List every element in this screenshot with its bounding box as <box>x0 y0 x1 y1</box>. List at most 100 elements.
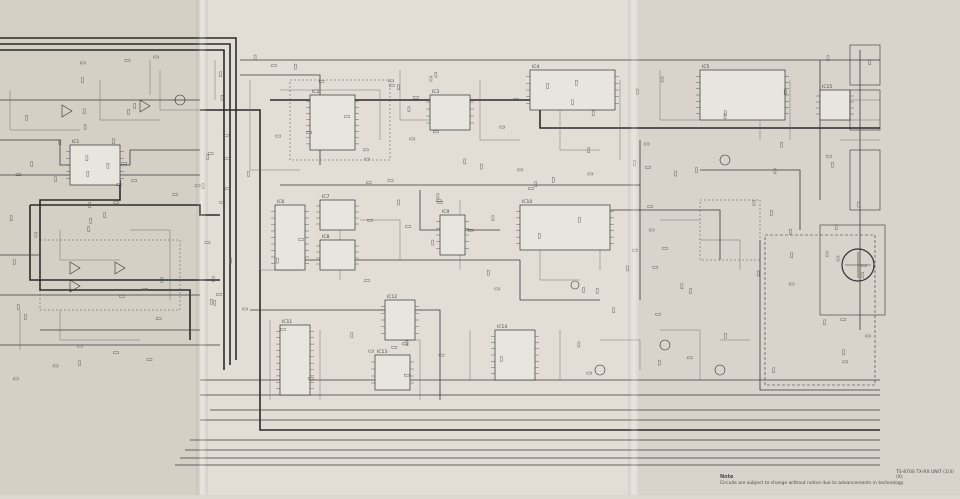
passive-component <box>364 157 370 161</box>
passive-component <box>89 218 92 224</box>
passive-component <box>825 251 829 257</box>
passive-component <box>633 160 636 166</box>
passive-component <box>480 163 483 170</box>
ic-block-10 <box>519 204 611 251</box>
passive-component <box>404 373 410 377</box>
passive-component <box>467 229 474 232</box>
passive-component <box>253 54 257 61</box>
ic-reference-label: IC7 <box>322 194 329 200</box>
ic-reference-label: IC5 <box>702 64 709 70</box>
ic-block-14 <box>494 329 536 381</box>
passive-component <box>12 259 16 265</box>
passive-component <box>538 233 541 239</box>
ic-block-12 <box>384 299 416 341</box>
ic-block-7 <box>319 199 356 231</box>
ic-reference-label: IC1 <box>72 139 79 145</box>
passive-component <box>364 279 370 282</box>
passive-component <box>434 71 438 78</box>
passive-component <box>831 162 834 168</box>
passive-component <box>397 84 400 90</box>
passive-component <box>517 168 523 172</box>
passive-component <box>156 317 162 320</box>
passive-component <box>172 193 178 196</box>
ic-block-3 <box>429 94 471 131</box>
passive-component <box>280 328 286 331</box>
passive-component <box>13 377 19 381</box>
passive-component <box>121 162 127 165</box>
passive-component <box>578 216 581 223</box>
paper-fold-right <box>628 0 640 495</box>
ic-block-2 <box>309 94 356 151</box>
passive-component <box>201 183 205 189</box>
passive-component <box>842 360 848 364</box>
passive-component <box>365 181 372 184</box>
passive-component <box>54 176 57 182</box>
passive-component <box>106 163 110 169</box>
passive-component <box>207 152 214 155</box>
passive-component <box>213 299 216 306</box>
passive-component <box>436 193 440 199</box>
passive-component <box>662 247 668 250</box>
ic-reference-label: IC8 <box>322 234 329 240</box>
passive-component <box>81 77 84 83</box>
passive-component <box>211 276 215 282</box>
passive-component <box>367 219 373 222</box>
passive-component <box>788 282 795 286</box>
passive-component <box>15 173 22 176</box>
passive-component <box>660 76 664 83</box>
passive-component <box>34 231 38 238</box>
ic-reference-label: IC3 <box>432 89 439 95</box>
passive-component <box>204 241 211 244</box>
passive-component <box>86 171 90 177</box>
passive-component <box>242 307 248 311</box>
passive-component <box>840 318 846 321</box>
passive-component <box>219 201 226 204</box>
passive-component <box>575 80 578 86</box>
passive-component <box>388 79 394 83</box>
passive-component <box>308 377 314 380</box>
passive-component <box>387 179 394 182</box>
passive-component <box>437 201 443 204</box>
passive-component <box>77 344 83 348</box>
passive-component <box>82 108 86 115</box>
passive-component <box>112 138 115 144</box>
passive-component <box>306 131 312 134</box>
passive-component <box>318 80 325 83</box>
passive-component <box>116 183 122 186</box>
passive-component <box>587 147 591 153</box>
passive-component <box>113 201 120 204</box>
passive-component <box>216 293 222 296</box>
passive-component <box>500 356 503 362</box>
ic-block-5 <box>699 69 786 121</box>
ic-reference-label: IC11 <box>282 319 292 325</box>
model-title: TS-870S TX-RX UNIT (1/3) (X) <box>896 470 954 480</box>
ic-reference-label: IC9 <box>442 209 449 215</box>
ic-block-1 <box>69 144 121 186</box>
ic-reference-label: IC10 <box>522 199 532 205</box>
passive-component <box>626 265 629 272</box>
ic-block-13 <box>374 354 411 391</box>
passive-component <box>868 59 871 65</box>
passive-component <box>834 224 838 230</box>
passive-component <box>655 312 661 316</box>
passive-component <box>124 59 131 62</box>
passive-component <box>790 252 793 258</box>
right-connectors <box>764 44 886 386</box>
passive-component <box>397 199 400 206</box>
passive-component <box>146 358 153 361</box>
ic-reference-label: IC4 <box>532 64 539 70</box>
passive-component <box>587 172 594 176</box>
passive-component <box>724 333 727 339</box>
passive-component <box>113 351 119 354</box>
ic-block-4 <box>529 69 616 111</box>
passive-components <box>9 54 871 381</box>
passive-component <box>612 307 615 313</box>
passive-component <box>647 205 653 208</box>
passive-component <box>298 238 304 241</box>
passive-component <box>30 161 33 168</box>
passive-component <box>695 167 698 173</box>
passive-component <box>409 137 416 141</box>
passive-component <box>689 288 692 294</box>
passive-component <box>391 346 398 349</box>
